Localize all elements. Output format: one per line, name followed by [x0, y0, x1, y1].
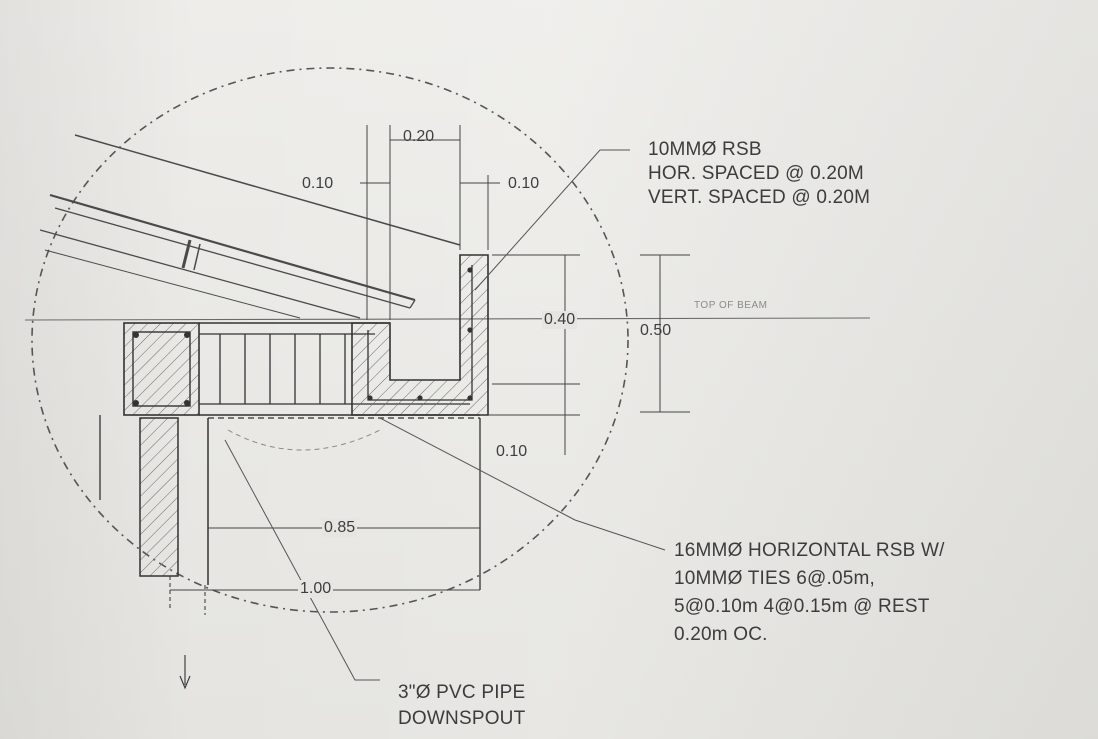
note-line: 3"Ø PVC PIPE — [398, 682, 526, 703]
top-of-beam-line — [24, 317, 871, 321]
downspout-note: 3"Ø PVC PIPE DOWNSPOUT — [398, 680, 525, 732]
note-line: VERT. SPACED @ 0.20M — [648, 187, 871, 208]
gutter-rebar-note: 10MMØ RSB HOR. SPACED @ 0.20M VERT. SPAC… — [648, 138, 870, 210]
note-line: HOR. SPACED @ 0.20M — [648, 163, 864, 184]
dim-0.10-right: 0.10 — [508, 175, 540, 192]
note-line: DOWNSPOUT — [398, 708, 526, 729]
dimension-lines — [170, 125, 690, 591]
concrete-gutter — [351, 254, 489, 416]
dim-0.50: 0.50 — [640, 322, 672, 339]
dim-0.10-left: 0.10 — [302, 175, 334, 192]
beam-rebar-note: 16MMØ HORIZONTAL RSB W/ 10MMØ TIES 6@.05… — [674, 537, 945, 649]
leader-lines — [224, 149, 666, 681]
column-and-wall — [99, 415, 481, 690]
detail-boundary-circle — [31, 67, 629, 613]
dim-0.40: 0.40 — [542, 311, 578, 329]
note-line: 5@0.10m 4@0.15m @ REST — [674, 596, 930, 617]
note-line: 16MMØ HORIZONTAL RSB W/ — [674, 540, 945, 561]
dim-0.10-lower: 0.10 — [496, 443, 528, 460]
dim-0.85: 0.85 — [322, 519, 358, 537]
note-line: 0.20m OC. — [674, 624, 768, 645]
note-line: 10MMØ TIES 6@.05m, — [674, 568, 875, 589]
dim-1.00: 1.00 — [298, 580, 334, 598]
note-line: 10MMØ RSB — [648, 139, 762, 160]
dim-0.20: 0.20 — [403, 128, 435, 145]
top-of-beam-label: TOP OF BEAM — [694, 300, 768, 311]
roof-assembly — [39, 134, 461, 319]
